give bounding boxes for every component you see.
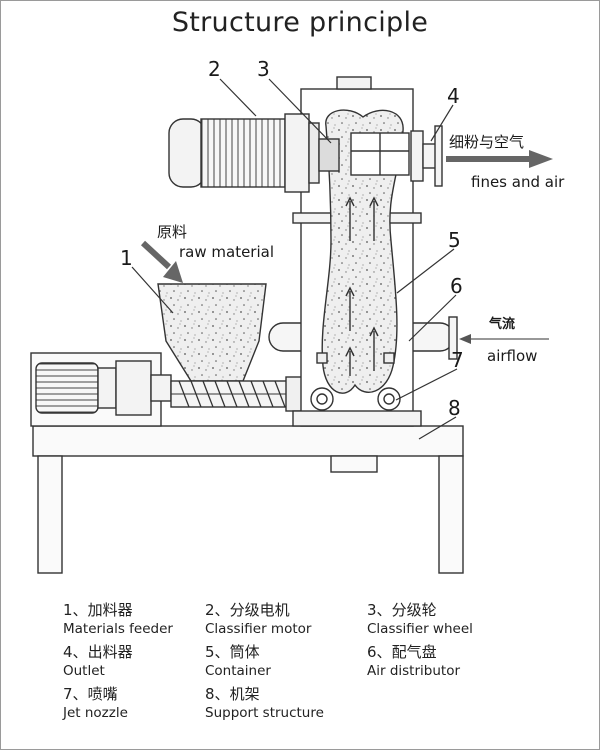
- classifier-motor: [168, 113, 320, 193]
- legend-name-zh: 加料器: [87, 601, 133, 619]
- legend-number: 1: [63, 601, 73, 619]
- legend-name-zh: 喷嘴: [87, 685, 118, 703]
- legend-name-en: Container: [205, 663, 271, 679]
- legend-number: 5: [205, 643, 215, 661]
- legend-name-en: Jet nozzle: [63, 705, 128, 721]
- legend-name-zh: 筒体: [229, 643, 260, 661]
- legend-name-en: Classifier motor: [205, 621, 312, 637]
- legend-number: 4: [63, 643, 73, 661]
- raw-material-label-en: raw material: [179, 243, 274, 261]
- airflow-label-en: airflow: [487, 347, 537, 365]
- fines-label-en: fines and air: [471, 173, 565, 191]
- callout-3: 3: [257, 57, 270, 81]
- legend-number: 3: [367, 601, 377, 619]
- legend-name-zh: 配气盘: [391, 643, 437, 661]
- outlet: [410, 125, 443, 187]
- legend-name-zh: 出料器: [87, 643, 133, 661]
- legend-name-en: Support structure: [205, 705, 324, 721]
- legend-name-en: Classifier wheel: [367, 621, 473, 637]
- legend-item: 1、加料器 Materials feeder: [63, 601, 205, 639]
- legend-name-en: Outlet: [63, 663, 105, 679]
- legend-item: 2、分级电机 Classifier motor: [205, 601, 367, 639]
- fines-arrow: [446, 150, 553, 168]
- callout-7: 7: [451, 348, 464, 372]
- legend-item: 8、机架 Support structure: [205, 685, 367, 723]
- legend-number: 6: [367, 643, 377, 661]
- parts-legend: 1、加料器 Materials feeder 2、分级电机 Classifier…: [63, 601, 583, 723]
- legend-item: 6、配气盘 Air distributor: [367, 643, 537, 681]
- legend-item: 3、分级轮 Classifier wheel: [367, 601, 537, 639]
- callout-2: 2: [208, 57, 221, 81]
- callout-5: 5: [448, 228, 461, 252]
- machine-diagram: 2 3 4 5 6 7 8 1 细粉与空气 fines and air 气流 a…: [30, 57, 565, 574]
- airflow-arrow: [459, 334, 549, 344]
- legend-number: 8: [205, 685, 215, 703]
- callout-4: 4: [447, 84, 460, 108]
- legend-name-en: Air distributor: [367, 663, 461, 679]
- leader-lines: [131, 78, 458, 440]
- classifier-wheel: [318, 132, 410, 176]
- raw-material-label-zh: 原料: [157, 223, 187, 241]
- legend-item: 4、出料器 Outlet: [63, 643, 205, 681]
- legend-name-zh: 分级轮: [391, 601, 437, 619]
- legend-number: 2: [205, 601, 215, 619]
- callout-1: 1: [120, 246, 133, 270]
- legend-item: 5、筒体 Container: [205, 643, 367, 681]
- feeder-motor: [35, 360, 172, 416]
- legend-name-zh: 机架: [229, 685, 260, 703]
- legend-name-zh: 分级电机: [229, 601, 290, 619]
- callout-8: 8: [448, 396, 461, 420]
- fines-label-zh: 细粉与空气: [449, 133, 524, 151]
- materials-feeder: [157, 283, 309, 412]
- diagram-title: Structure principle: [171, 7, 429, 38]
- callout-6: 6: [450, 274, 463, 298]
- legend-number: 7: [63, 685, 73, 703]
- legend-name-en: Materials feeder: [63, 621, 173, 637]
- legend-item: 7、喷嘴 Jet nozzle: [63, 685, 205, 723]
- airflow-label-zh: 气流: [489, 316, 515, 332]
- raw-material-arrow: [140, 240, 183, 283]
